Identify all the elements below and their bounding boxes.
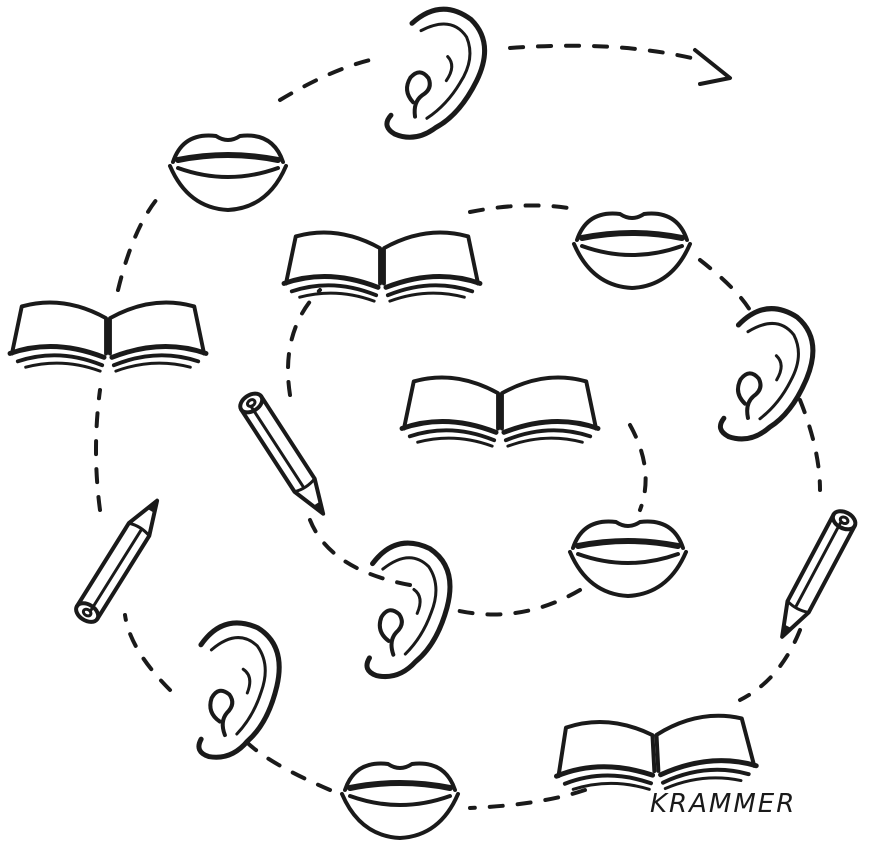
pencil-icon: [73, 494, 168, 625]
book-icon: [10, 303, 206, 372]
book-icon: [284, 233, 480, 302]
mouth-icon: [570, 522, 686, 596]
pencil-icon: [772, 508, 859, 643]
book-icon: [554, 714, 757, 794]
ear-icon: [385, 3, 490, 146]
mouth-icon: [574, 214, 690, 288]
mouth-icon: [170, 136, 286, 210]
pencil-icon: [237, 390, 333, 520]
ear-icon: [720, 306, 816, 444]
artist-signature: KRAMMER: [650, 789, 796, 819]
ear-icon: [361, 541, 455, 678]
spiral-dashed-path: [96, 46, 820, 808]
mouth-icon: [342, 764, 458, 838]
book-icon: [402, 378, 598, 447]
ear-icon: [188, 619, 286, 758]
